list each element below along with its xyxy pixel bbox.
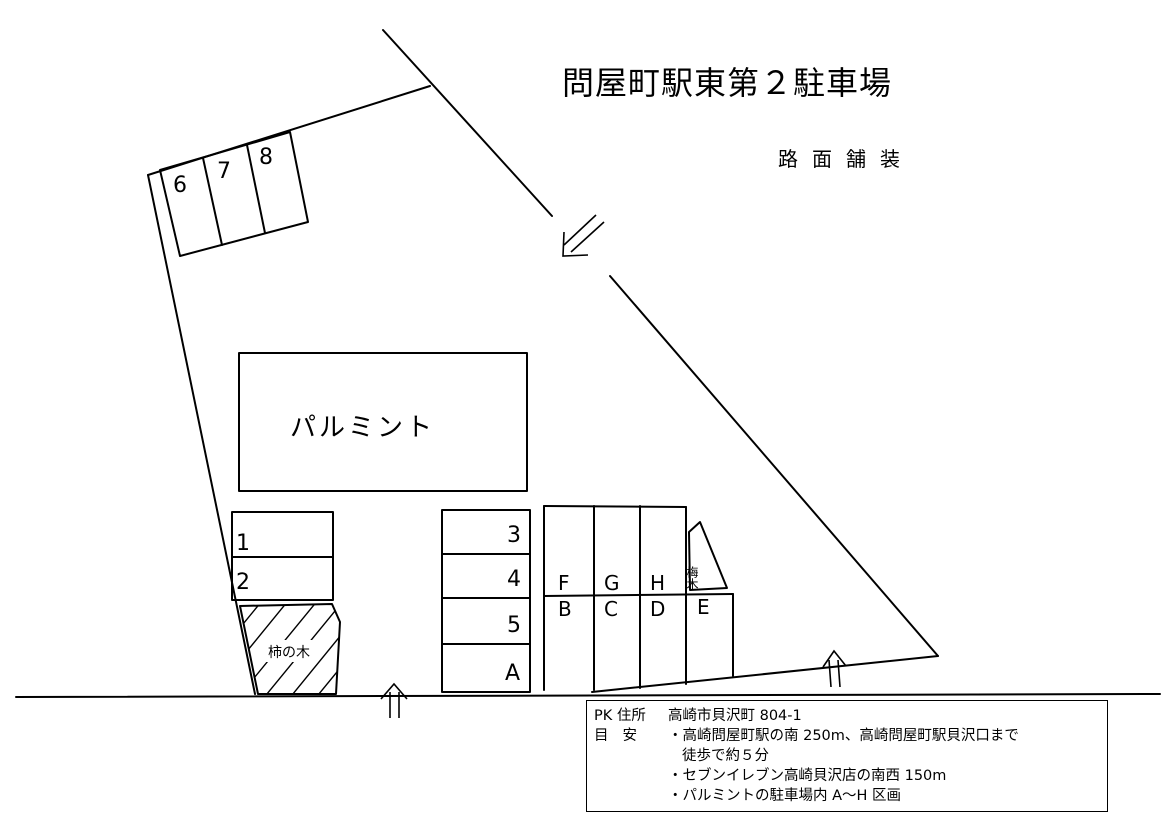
lot-boundary [147, 85, 939, 695]
space-h: H [650, 571, 665, 595]
space-5: 5 [507, 613, 521, 638]
space-3: 3 [507, 523, 521, 548]
middle-parking-block [441, 509, 531, 693]
space-c: C [604, 597, 618, 621]
info-box: PK 住所 高崎市貝沢町 804-1 目安 ・高崎問屋町駅の南 250m、高崎問屋町… [586, 700, 1108, 812]
entrance-arrow-icon [822, 649, 847, 688]
persimmon-tree-label: 柿の木 [268, 644, 310, 661]
pavement-note: 路面舗装 [778, 147, 914, 171]
right-parking-block [543, 505, 734, 691]
space-e: E [697, 595, 710, 619]
address-label: PK 住所 [594, 708, 646, 724]
space-2: 2 [236, 570, 250, 595]
building-palmint [238, 352, 528, 492]
page-title: 問屋町駅東第２駐車場 [562, 64, 893, 102]
guide-label: 目安 [594, 728, 651, 744]
building-label: パルミント [290, 413, 435, 443]
top-parking-block [159, 131, 309, 257]
space-4: 4 [507, 567, 521, 592]
entrance-arrow-icon [380, 682, 408, 718]
guide-line-1b: 徒歩で約５分 [682, 748, 769, 764]
space-1: 1 [236, 531, 250, 556]
plum-tree-area [688, 521, 728, 591]
street-diagonal [382, 29, 553, 217]
space-b: B [558, 597, 572, 621]
space-f: F [558, 571, 570, 595]
space-a: A [505, 661, 520, 686]
left-parking-block [231, 511, 334, 601]
address-value: 高崎市貝沢町 804-1 [668, 708, 802, 724]
space-6: 6 [173, 173, 187, 198]
plum-tree-label: 梅木 [685, 565, 699, 590]
guide-row: 目安 ・高崎問屋町駅の南 250m、高崎問屋町駅貝沢口まで [594, 726, 1107, 746]
address-row: PK 住所 高崎市貝沢町 804-1 [594, 706, 1107, 726]
guide-line-1: ・高崎問屋町駅の南 250m、高崎問屋町駅貝沢口まで [668, 728, 1019, 744]
entrance-arrow-icon [562, 214, 605, 257]
guide-line-3: ・パルミントの駐車場内 A～H 区画 [668, 788, 902, 804]
space-g: G [604, 571, 620, 595]
space-d: D [650, 597, 665, 621]
space-7: 7 [217, 159, 231, 184]
guide-line-2: ・セブンイレブン高崎貝沢店の南西 150m [668, 768, 947, 784]
space-8: 8 [259, 145, 273, 170]
street-bottom [15, 693, 1161, 698]
